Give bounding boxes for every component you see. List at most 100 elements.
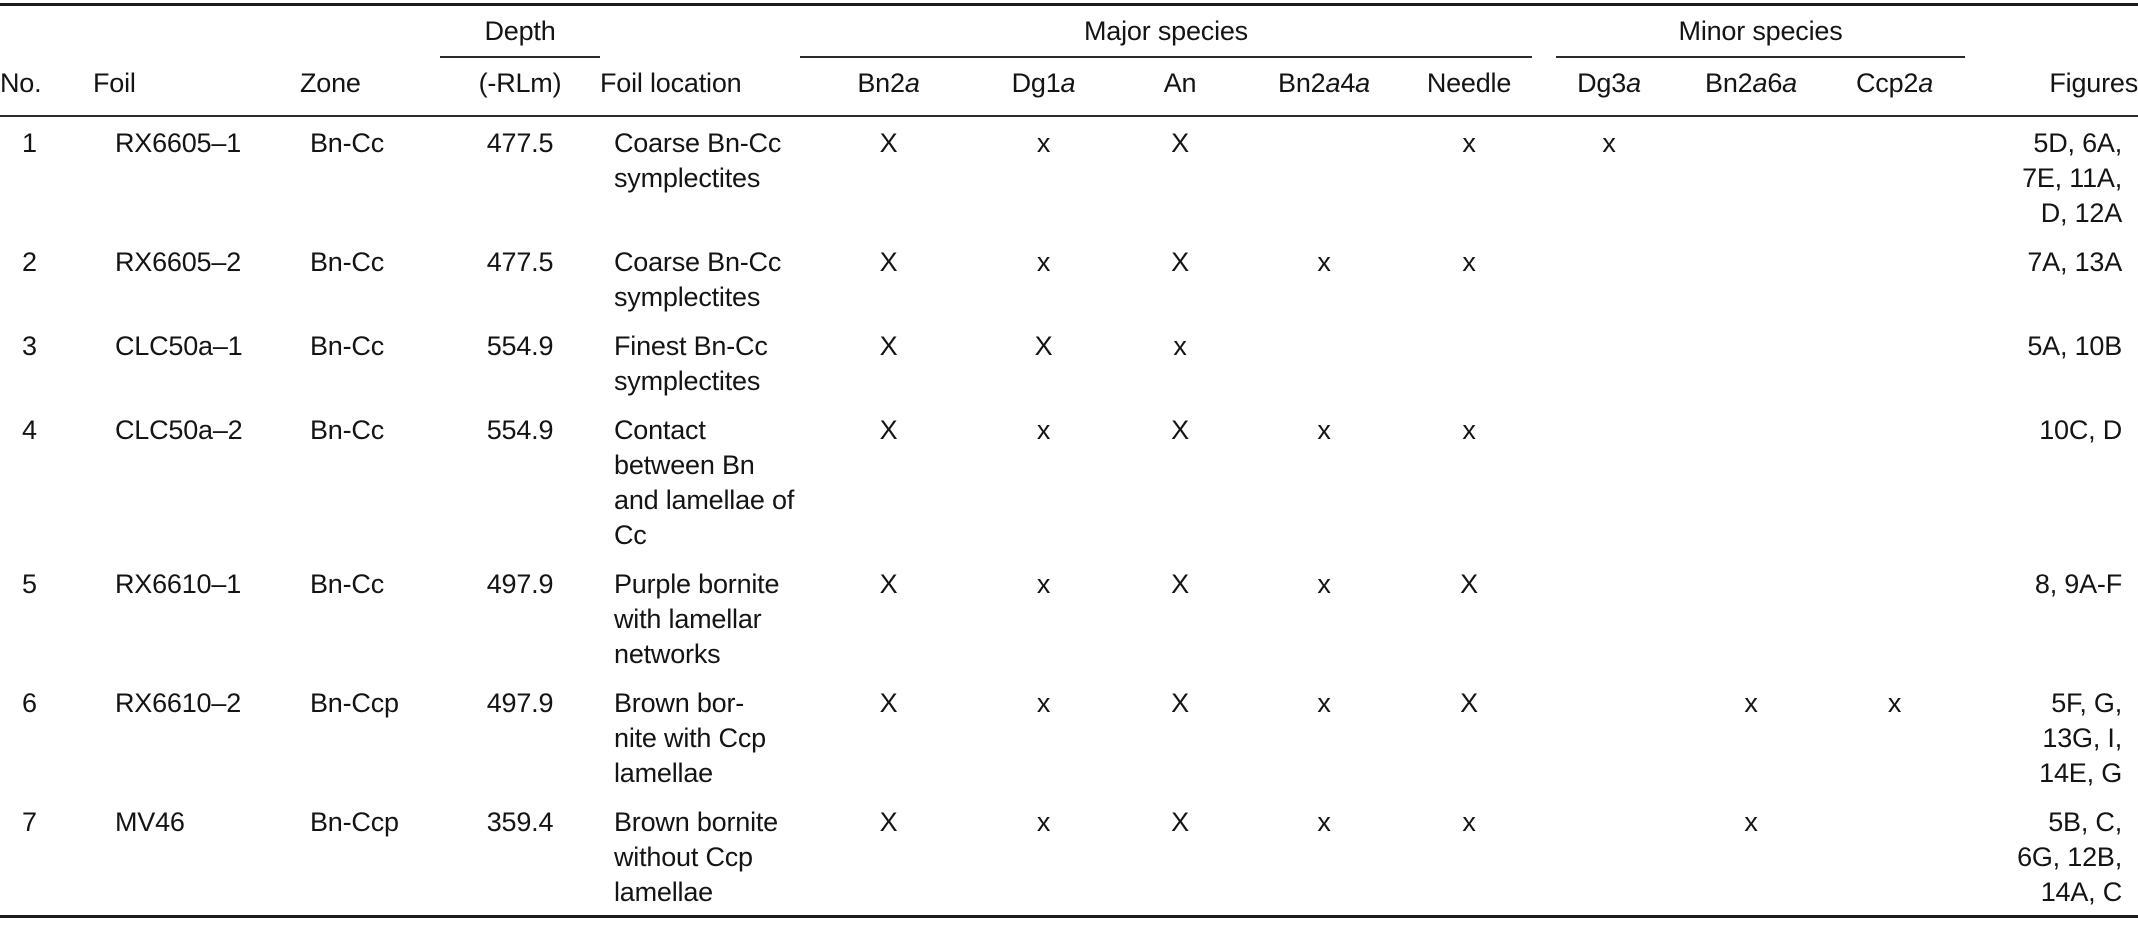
col-header-figures: Figures: [1965, 58, 2138, 117]
cell-zone: Bn-Ccp: [310, 688, 399, 718]
cell-foil-location: Brown bor- nite with Ccp lamellae: [614, 688, 766, 788]
cell-no: 2: [22, 247, 37, 277]
table-row: 1 RX6605–1 Bn-Cc 477.5 Coarse Bn-Cc symp…: [0, 116, 2138, 236]
cell-mark-dg3a: [1540, 236, 1678, 320]
cell-figures: 5A, 10B: [2027, 331, 2123, 361]
cell-mark-an: X: [1171, 807, 1189, 837]
cell-foil: MV46: [115, 807, 185, 837]
group-header-minor-species: Minor species: [1540, 5, 1966, 58]
cell-depth: 554.9: [486, 415, 554, 445]
col-header-no: No.: [0, 58, 93, 117]
cell-foil-location: Purple bornite with lamellar networks: [614, 569, 780, 669]
cell-mark-bn2a6a: x: [1744, 807, 1758, 837]
group-spacer: [1965, 5, 2138, 59]
table-row: 7 MV46 Bn-Ccp 359.4 Brown bornite withou…: [0, 796, 2138, 917]
cell-foil-location: Coarse Bn-Cc symplectites: [614, 128, 782, 193]
cell-figures: 10C, D: [2039, 415, 2123, 445]
cell-foil-location: Contact between Bn and lamellae of Cc: [614, 415, 795, 550]
cell-mark-bn2a4a: x: [1317, 415, 1331, 445]
col-header-needle: Needle: [1398, 58, 1541, 117]
cell-foil: RX6605–1: [115, 128, 242, 158]
cell-figures: 8, 9A-F: [2034, 569, 2123, 599]
cell-mark-bn2a6a: [1678, 558, 1824, 677]
major-species-group-label: Major species: [1084, 15, 1248, 46]
col-header-zone: Zone: [300, 58, 440, 117]
col-header-foil-location: Foil location: [600, 58, 800, 117]
table-row: 3 CLC50a–1 Bn-Cc 554.9 Finest Bn-Cc symp…: [0, 320, 2138, 404]
cell-zone: Bn-Cc: [310, 415, 385, 445]
cell-foil: RX6610–1: [115, 569, 242, 599]
table-row: 6 RX6610–2 Bn-Ccp 497.9 Brown bor- nite …: [0, 677, 2138, 796]
table-row: 5 RX6610–1 Bn-Cc 497.9 Purple bornite wi…: [0, 558, 2138, 677]
table-row: 2 RX6605–2 Bn-Cc 477.5 Coarse Bn-Cc symp…: [0, 236, 2138, 320]
cell-mark-bn2a4a: x: [1317, 569, 1331, 599]
column-header-row: No. Foil Zone (-RLm) Foil location Bn2a …: [0, 58, 2138, 117]
group-header-depth: Depth: [440, 5, 600, 58]
cell-mark-an: x: [1173, 331, 1187, 361]
cell-mark-dg1a: x: [1036, 688, 1051, 718]
cell-zone: Bn-Cc: [310, 331, 385, 361]
cell-no: 6: [22, 688, 37, 718]
cell-mark-bn2a4a: [1250, 116, 1398, 236]
group-header-row: Depth Major species Minor species: [0, 5, 2138, 59]
cell-mark-dg1a: x: [1036, 247, 1051, 277]
col-header-an: An: [1110, 58, 1250, 117]
cell-mark-dg3a: [1540, 404, 1678, 558]
cell-foil: CLC50a–2: [115, 415, 243, 445]
cell-mark-bn2a4a: [1250, 320, 1398, 404]
cell-depth: 554.9: [486, 331, 554, 361]
cell-depth: 477.5: [486, 247, 554, 277]
cell-mark-dg3a: [1540, 320, 1678, 404]
cell-no: 3: [22, 331, 37, 361]
cell-depth: 359.4: [486, 807, 554, 837]
cell-mark-dg1a: X: [1034, 331, 1053, 361]
cell-mark-ccp2a: [1824, 404, 1965, 558]
col-header-bn2a6a: Bn2a6a: [1678, 58, 1825, 117]
depth-group-label: Depth: [484, 15, 556, 46]
col-header-ccp2a: Ccp2a: [1824, 58, 1966, 117]
cell-foil-location: Brown bornite without Ccp lamellae: [614, 807, 778, 907]
col-header-dg1a: Dg1a: [977, 58, 1110, 117]
cell-mark-needle: x: [1462, 415, 1476, 445]
cell-mark-ccp2a: [1824, 320, 1965, 404]
cell-mark-needle: [1398, 320, 1540, 404]
cell-foil: RX6605–2: [115, 247, 242, 277]
cell-mark-ccp2a: [1824, 116, 1965, 236]
col-header-bn2a4a: Bn2a4a: [1250, 58, 1398, 117]
cell-mark-bn2a4a: x: [1317, 807, 1331, 837]
cell-foil: CLC50a–1: [115, 331, 243, 361]
group-spacer: [0, 5, 440, 59]
cell-no: 1: [22, 128, 37, 158]
col-header-depth-unit: (-RLm): [440, 58, 600, 117]
cell-foil-location: Finest Bn-Cc symplectites: [614, 331, 768, 396]
cell-depth: 477.5: [486, 128, 554, 158]
cell-mark-ccp2a: [1824, 796, 1965, 917]
cell-mark-dg1a: x: [1036, 807, 1051, 837]
cell-mark-an: X: [1171, 688, 1189, 718]
cell-mark-ccp2a: [1824, 558, 1965, 677]
cell-mark-bn2a6a: [1678, 116, 1824, 236]
cell-mark-bn2a4a: x: [1317, 688, 1331, 718]
cell-mark-an: X: [1171, 569, 1189, 599]
cell-mark-bn2a6a: x: [1744, 688, 1758, 718]
cell-mark-needle: x: [1462, 247, 1476, 277]
col-header-dg3a: Dg3a: [1540, 58, 1679, 117]
cell-mark-bn2a: X: [879, 331, 898, 361]
cell-mark-needle: X: [1460, 569, 1478, 599]
cell-depth: 497.9: [486, 569, 554, 599]
cell-mark-dg1a: x: [1036, 569, 1051, 599]
cell-zone: Bn-Cc: [310, 128, 385, 158]
cell-figures: 5B, C, 6G, 12B, 14A, C: [2017, 807, 2123, 907]
cell-mark-an: X: [1171, 415, 1189, 445]
group-header-major-species: Major species: [800, 5, 1540, 58]
cell-mark-bn2a: X: [879, 569, 898, 599]
specimen-species-table: Depth Major species Minor species No. Fo…: [0, 3, 2138, 918]
cell-mark-bn2a: X: [879, 688, 898, 718]
cell-mark-ccp2a: [1824, 236, 1965, 320]
cell-mark-needle: x: [1462, 807, 1476, 837]
cell-mark-dg3a: x: [1602, 128, 1616, 158]
cell-mark-bn2a6a: [1678, 236, 1824, 320]
cell-mark-needle: x: [1462, 128, 1476, 158]
cell-mark-bn2a4a: x: [1317, 247, 1331, 277]
